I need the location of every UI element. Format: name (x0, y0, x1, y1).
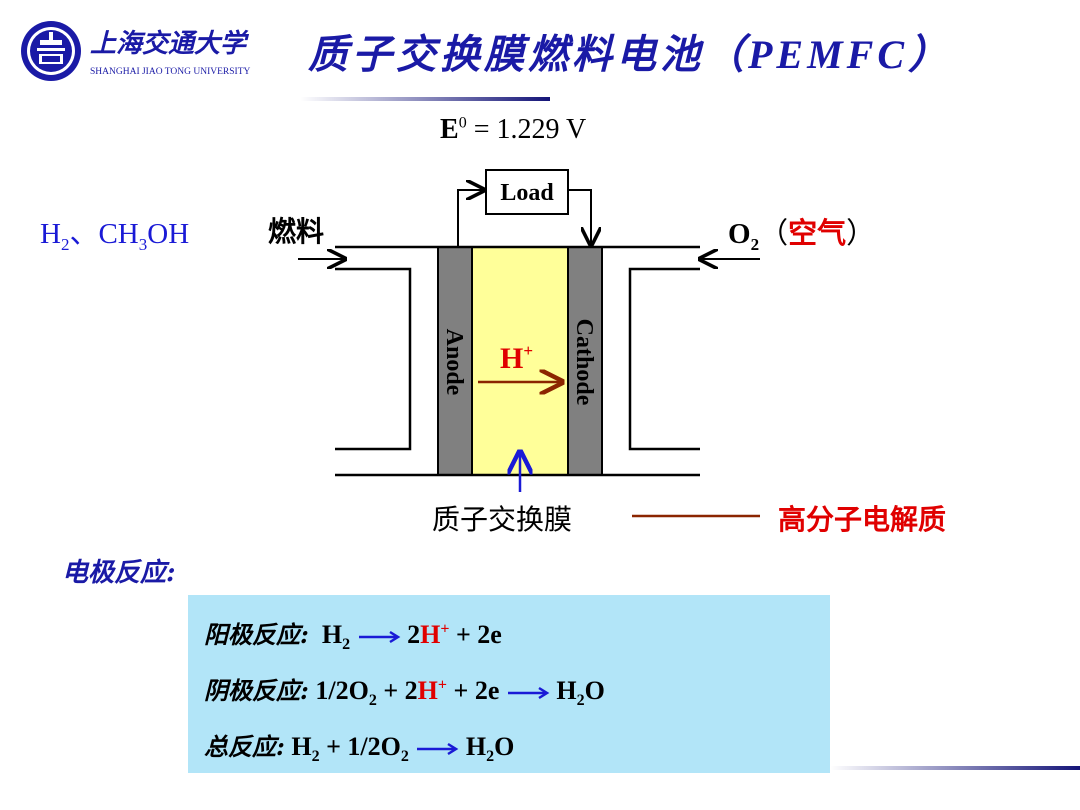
footer-divider (830, 766, 1080, 770)
oxidant-label: O2（空气） (728, 216, 876, 254)
fuel-label: 燃料 (268, 215, 325, 248)
potential-value: = 1.229 V (473, 114, 587, 145)
load-wire-cathode (568, 189, 591, 245)
anode-channel-inner (335, 267, 412, 451)
logo-name-en: SHANGHAI JIAO TONG UNIVERSITY (90, 67, 250, 77)
standard-potential: E0 = 1.229 V (440, 114, 586, 146)
anode-label: Anode (441, 329, 467, 396)
reaction-arrow-icon (507, 686, 550, 700)
cathode-reaction: 阴极反应: 1/2O2 + 2H+ + 2e H2O (204, 676, 605, 710)
fuel-species-label: H2、CH3OH (40, 218, 190, 254)
cathode-label: Cathode (571, 319, 597, 406)
page-title: 质子交换膜燃料电池（PEMFC） (308, 32, 953, 77)
proton-symbol: H+ (500, 341, 533, 375)
cathode-channel-inner (628, 267, 700, 451)
reaction-box: 阳极反应: H2 2H+ + 2e 阴极反应: 1/2O2 + 2H+ + 2e… (188, 595, 830, 773)
potential-superscript: 0 (458, 114, 467, 132)
fuel-cell-diagram: Load Anode Cathode H+ (298, 169, 760, 518)
polymer-electrolyte-label: 高分子电解质 (778, 503, 947, 536)
logo-name-cn: 上海交通大学 (90, 29, 250, 59)
anode-layer (437, 246, 473, 476)
title-divider (300, 97, 550, 101)
anode-reaction: 阳极反应: H2 2H+ + 2e (204, 620, 502, 654)
load-label: Load (500, 180, 554, 206)
membrane-label: 质子交换膜 (432, 503, 573, 536)
load-wire-anode (457, 190, 484, 247)
university-logo: 上海交通大学 SHANGHAI JIAO TONG UNIVERSITY (21, 21, 250, 81)
electrode-reactions-heading: 电极反应: (62, 558, 176, 588)
load-box (485, 169, 569, 215)
reaction-arrow-icon (417, 742, 459, 756)
university-seal-icon (21, 21, 81, 81)
cathode-layer (567, 246, 603, 476)
reaction-arrow-icon (358, 630, 400, 644)
overall-reaction: 总反应: H2 + 1/2O2 H2O (204, 732, 515, 766)
potential-symbol: E (440, 114, 459, 145)
